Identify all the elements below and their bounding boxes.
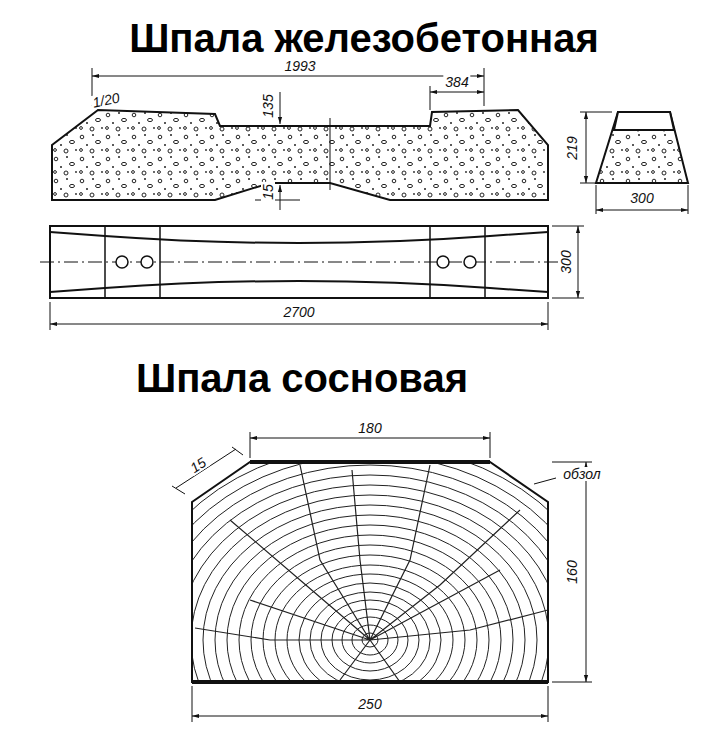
dimension-text: 250 (356, 697, 383, 711)
slope-text: 1/20 (89, 90, 122, 110)
dimension-text: 160 (565, 558, 579, 585)
callout-text: обзол (561, 467, 602, 481)
dimension-text: 384 (443, 75, 470, 89)
dimension-text: 135 (261, 92, 275, 119)
title-heading: Шпала сосновая (136, 358, 468, 398)
dimension-text: 300 (628, 191, 655, 205)
dimension-text: 180 (356, 421, 383, 435)
dimension-text: 1993 (282, 59, 317, 73)
dimension-text: 2700 (281, 305, 316, 319)
dimension-lines (50, 68, 688, 722)
dimension-text: 219 (565, 134, 579, 161)
concrete-cross-section (596, 112, 688, 183)
dimension-text: 15 (261, 182, 275, 202)
concrete-top-view (40, 226, 560, 298)
center-line (330, 118, 331, 190)
title-heading: Шпала железобетонная (129, 18, 599, 58)
concrete-side-view (52, 110, 548, 200)
dimension-text: 300 (559, 248, 573, 275)
dimension-text: 15 (186, 454, 210, 476)
pine-sleeper-section (131, 445, 609, 745)
